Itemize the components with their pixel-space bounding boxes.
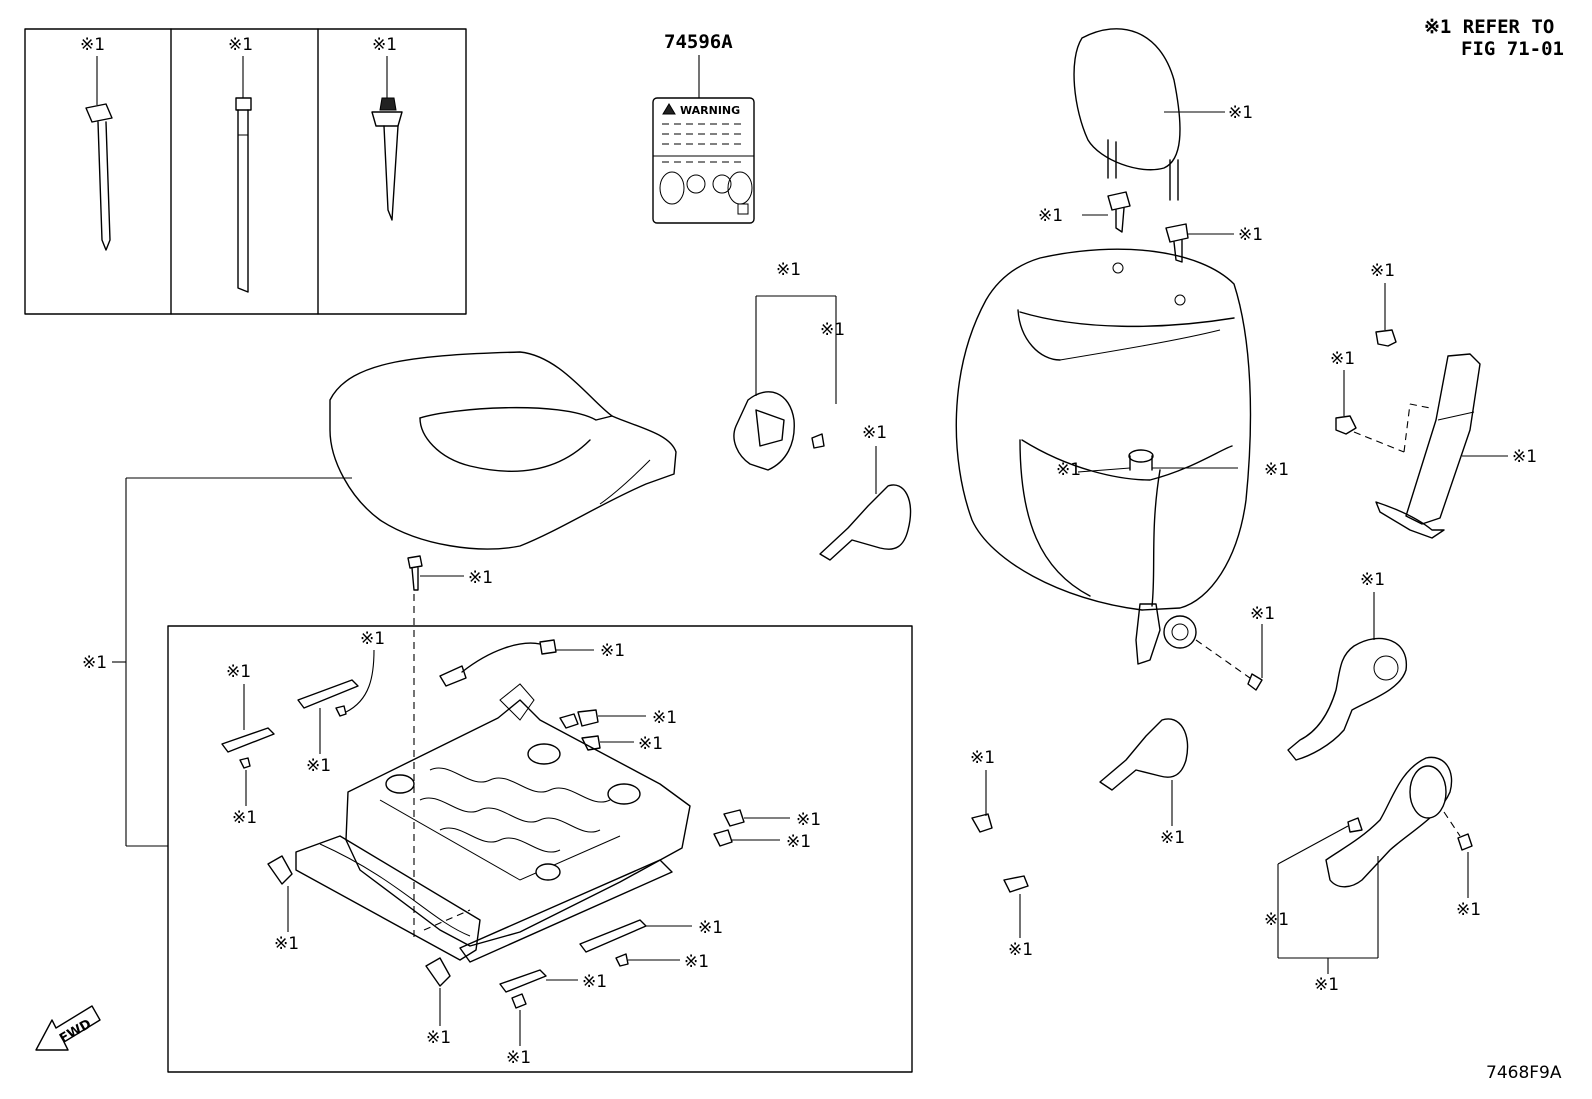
ref-mark: ※1 bbox=[1238, 225, 1263, 245]
part-number: 74596A bbox=[664, 31, 733, 53]
ref-mark: ※1 bbox=[228, 35, 253, 55]
ref-mark: ※1 bbox=[970, 748, 995, 768]
ref-mark: ※1 bbox=[776, 260, 801, 280]
back-screw-part: ※1 bbox=[1195, 604, 1275, 691]
ref-mark: ※1 bbox=[684, 952, 709, 972]
recliner-bracket-upper: ※1 bbox=[819, 423, 912, 561]
ref-mark: ※1 bbox=[698, 918, 723, 938]
note-line-2: FIG 71-01 bbox=[1461, 38, 1564, 60]
recliner-bracket-lower: ※1 bbox=[1099, 718, 1189, 848]
ref-mark: ※1 bbox=[1008, 940, 1033, 960]
ref-mark: ※1 bbox=[426, 1028, 451, 1048]
side-cover-part: ※1 bbox=[1353, 353, 1537, 539]
side-shield-upper: ※1 bbox=[1287, 570, 1407, 761]
ref-mark: ※1 bbox=[600, 641, 625, 661]
ref-mark: ※1 bbox=[1370, 261, 1395, 281]
reference-note: ※1 REFER TO FIG 71-01 bbox=[1424, 16, 1564, 60]
cushion-bracket: ※1 bbox=[82, 477, 352, 847]
ref-mark: ※1 bbox=[582, 972, 607, 992]
seat-frame-box: ※1 ※1 ※1 ※1 ※1 ※1 ※1 ※1 ※1 ※1 ※1 bbox=[167, 625, 913, 1073]
ref-mark: ※1 bbox=[274, 934, 299, 954]
headrest-guide-right: ※1 bbox=[1165, 223, 1263, 263]
ref-mark: ※1 bbox=[80, 35, 105, 55]
cable-tie-strap-part bbox=[235, 97, 252, 111]
warning-label-part bbox=[652, 97, 755, 224]
note-line-1: ※1 REFER TO bbox=[1424, 16, 1554, 38]
fwd-label: FWD bbox=[57, 1017, 94, 1047]
clip-nut-mid: ※1 bbox=[1330, 349, 1357, 435]
recliner-cover-part: ※1 ※1 bbox=[733, 260, 845, 471]
seat-cushion-part bbox=[329, 351, 677, 550]
ref-mark: ※1 bbox=[1228, 103, 1253, 123]
ref-mark: ※1 bbox=[1056, 460, 1081, 480]
ref-mark: ※1 bbox=[306, 756, 331, 776]
bolt-part: ※1 bbox=[970, 748, 995, 833]
side-shield-lower: ※1 ※1 ※1 bbox=[1264, 756, 1481, 995]
ref-mark: ※1 bbox=[1512, 447, 1537, 467]
figure-code: 7468F9A bbox=[1486, 1063, 1562, 1083]
ref-mark: ※1 bbox=[1264, 460, 1289, 480]
ref-mark: ※1 bbox=[506, 1048, 531, 1068]
ref-mark: ※1 bbox=[1456, 900, 1481, 920]
ref-mark: ※1 bbox=[1360, 570, 1385, 590]
push-clip-part bbox=[379, 97, 397, 111]
headrest-part: ※1 bbox=[1073, 28, 1253, 201]
clip-inset-box: ※1 ※1 ※1 bbox=[24, 28, 467, 315]
fwd-arrow-icon: FWD bbox=[35, 1005, 101, 1051]
ref-mark: ※1 bbox=[226, 662, 251, 682]
ref-mark: ※1 bbox=[1038, 206, 1063, 226]
seat-frame-part bbox=[345, 699, 691, 947]
cable-tie-clip-part bbox=[85, 103, 113, 123]
ref-mark: ※1 bbox=[468, 568, 493, 588]
ref-mark: ※1 bbox=[1330, 349, 1355, 369]
ref-mark: ※1 bbox=[1160, 828, 1185, 848]
headrest-guide-left: ※1 bbox=[1038, 191, 1131, 233]
ref-mark: ※1 bbox=[1264, 910, 1289, 930]
warning-label-group: 74596A WARNING bbox=[652, 31, 755, 224]
ref-mark: ※1 bbox=[652, 708, 677, 728]
ref-mark: ※1 bbox=[796, 810, 821, 830]
ref-mark: ※1 bbox=[360, 629, 385, 649]
ref-mark: ※1 bbox=[372, 35, 397, 55]
ref-mark: ※1 bbox=[638, 734, 663, 754]
warning-label-text: WARNING bbox=[680, 104, 740, 117]
ref-mark: ※1 bbox=[862, 423, 887, 443]
ref-mark: ※1 bbox=[820, 320, 845, 340]
ref-mark: ※1 bbox=[1250, 604, 1275, 624]
ref-mark: ※1 bbox=[1314, 975, 1339, 995]
hook-part: ※1 bbox=[1003, 875, 1033, 960]
clip-nut-top: ※1 bbox=[1370, 261, 1397, 347]
ref-mark: ※1 bbox=[82, 653, 107, 673]
ref-mark: ※1 bbox=[786, 832, 811, 852]
frame-screw-part: ※1 bbox=[407, 555, 493, 938]
seat-back-part: ※1 ※1 bbox=[955, 248, 1289, 665]
ref-mark: ※1 bbox=[232, 808, 257, 828]
